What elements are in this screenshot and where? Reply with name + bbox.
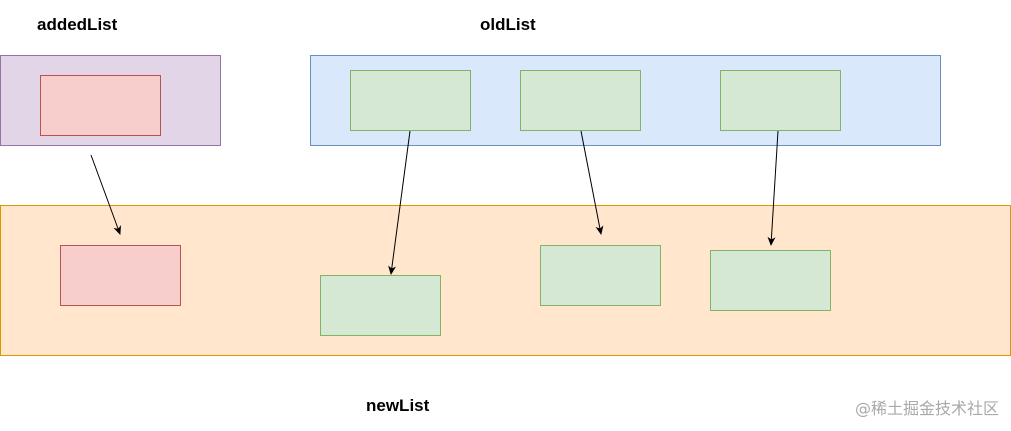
old-item-node-1 [350, 70, 471, 131]
arrow-old2-to-new2 [580, 130, 604, 235]
old-list-label: oldList [480, 15, 536, 34]
watermark: @稀土掘金技术社区 [854, 399, 999, 418]
added-item-node [40, 75, 161, 136]
new-item-node-1 [320, 275, 441, 336]
new-item-node-added [60, 245, 181, 306]
arrow-old3-to-new3 [767, 130, 779, 246]
new-item-node-2 [540, 245, 661, 306]
new-list-container [0, 205, 1011, 356]
added-list-label: addedList [37, 15, 118, 34]
new-list-label: newList [366, 396, 430, 415]
arrow-old1-to-new1 [388, 130, 411, 275]
new-item-node-3 [710, 250, 831, 311]
old-item-node-3 [720, 70, 841, 131]
old-item-node-2 [520, 70, 641, 131]
arrow-added-to-new [90, 154, 121, 235]
